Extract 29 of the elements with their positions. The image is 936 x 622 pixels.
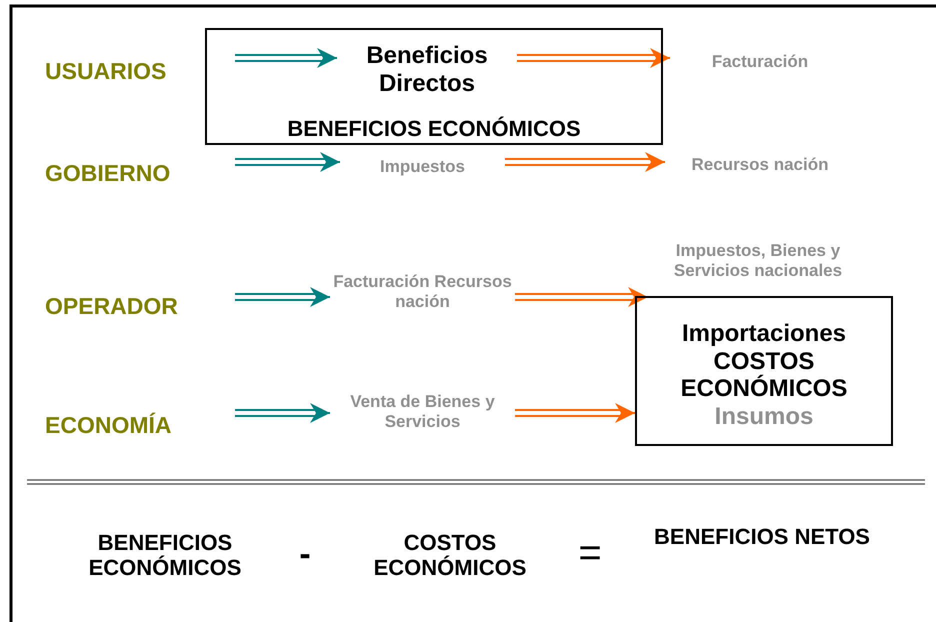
row-label: OPERADOR (45, 293, 235, 327)
flow-text: Impuestos (340, 157, 505, 183)
row-label: ECONOMÍA (45, 412, 235, 446)
equation-term: COSTOS ECONÓMICOS (372, 530, 528, 581)
box-heading: COSTOS ECONÓMICOS (680, 348, 848, 403)
flow-text: Recursos nación (665, 155, 855, 181)
box-text: Importaciones (680, 320, 848, 348)
row-label: USUARIOS (45, 58, 235, 92)
box-text: Insumos (714, 402, 814, 430)
flow-text: Venta de Bienes y Servicios (330, 392, 515, 446)
box-heading: BENEFICIOS ECONÓMICOS (286, 116, 582, 141)
equation-term: BENEFICIOS ECONÓMICOS (88, 530, 242, 581)
arrow (516, 48, 671, 68)
arrow (234, 287, 331, 307)
arrow (234, 152, 341, 172)
benefits-box (205, 28, 663, 145)
equals-sign: = (577, 530, 603, 576)
arrow (504, 152, 666, 172)
flow-text: Facturación Recursos nación (330, 272, 515, 326)
row-label: GOBIERNO (45, 160, 235, 194)
equation-term: BENEFICIOS NETOS (653, 524, 871, 550)
costs-box (635, 296, 893, 446)
benefit-text: Beneficios Directos (337, 42, 517, 106)
arrow (234, 403, 331, 423)
flow-text: Facturación (670, 52, 850, 78)
flow-text: Impuestos, Bienes y Servicios nacionales (648, 241, 868, 295)
arrow (234, 48, 338, 68)
minus-sign: - (298, 535, 312, 574)
arrow (514, 403, 636, 423)
